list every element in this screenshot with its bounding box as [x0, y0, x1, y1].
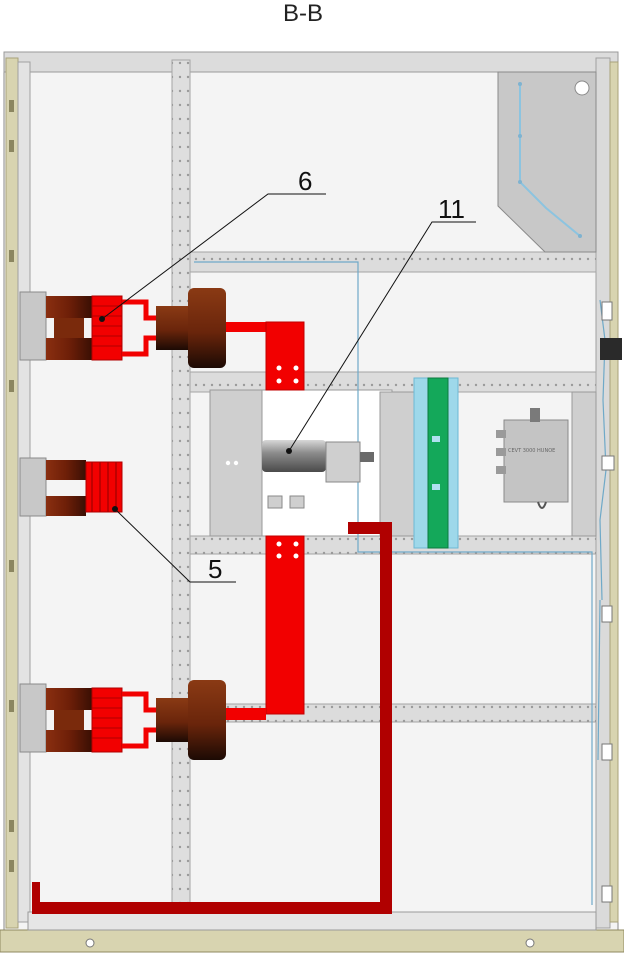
bushing-top [156, 288, 266, 368]
bushing-bottom [156, 680, 226, 760]
right-post-terminals [600, 301, 622, 903]
leader-lines [101, 193, 476, 583]
sloped-cover-plate [497, 71, 597, 253]
busbar-lower [226, 535, 305, 720]
left-post-marks [9, 100, 14, 872]
callout-6-label: 6 [298, 166, 312, 196]
callout-11-label: 11 [438, 194, 465, 224]
insulator-assembly-top [19, 291, 158, 361]
insulator-assembly-middle [19, 457, 123, 517]
view-title: B-B [282, 0, 323, 27]
vertical-perforated-post [171, 59, 191, 911]
insulator-assembly-bottom [19, 683, 158, 753]
relay-unit: CEVT 3000 HUNOE [496, 408, 569, 509]
current-transformer-device [262, 440, 374, 509]
leader-dots [99, 316, 292, 512]
relay-label: CEVT 3000 HUNOE [508, 448, 555, 454]
callout-5-label: 5 [208, 554, 222, 584]
insulation-panel [413, 377, 459, 549]
earthing-bar [32, 522, 392, 914]
control-wiring [194, 261, 607, 905]
busbar-upper [265, 321, 305, 391]
